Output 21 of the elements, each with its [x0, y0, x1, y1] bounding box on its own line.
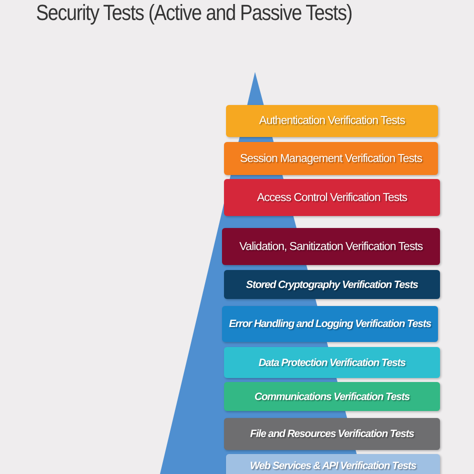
title: Security Tests (Active and Passive Tests) [36, 0, 352, 26]
box-label: Session Management Verification Tests [240, 152, 422, 164]
test-category-box [222, 306, 438, 342]
box-label: Error Handling and Logging Verification Tests [228, 318, 432, 330]
box-label: Authentication Verification Tests [259, 115, 405, 127]
test-category-box [224, 382, 440, 411]
box-label: Communications Verification Tests [254, 390, 410, 402]
box-label: File and Resources Verification Tests [250, 428, 414, 440]
test-category-box [224, 418, 440, 450]
box-label: Web Services & API Verification Tests [250, 460, 416, 472]
test-category-box [224, 179, 440, 216]
test-category-box [224, 347, 440, 378]
box-label: Stored Cryptography Verification Tests [246, 278, 418, 290]
test-category-box [226, 454, 440, 474]
test-category-box [224, 270, 440, 299]
box-label: Validation, Sanitization Verification Tests [239, 240, 423, 252]
box-label: Data Protection Verification Tests [258, 356, 406, 368]
test-category-box [226, 105, 438, 137]
test-category-box [222, 228, 440, 265]
test-category-box [224, 142, 438, 175]
box-label: Access Control Verification Tests [256, 192, 408, 204]
